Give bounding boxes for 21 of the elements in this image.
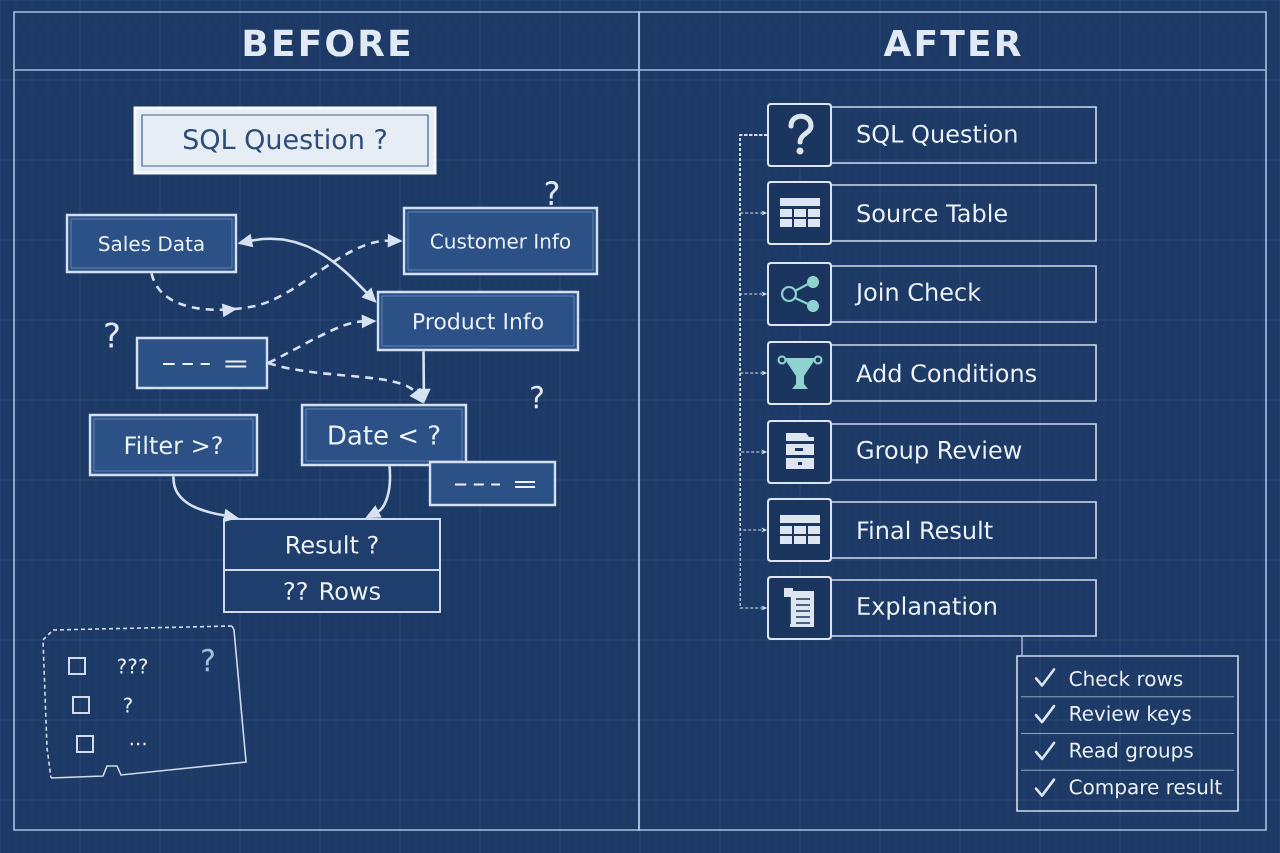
panel-heading: AFTER bbox=[883, 29, 1021, 57]
checklist-item: ? bbox=[124, 697, 132, 713]
checklist-item: Compare result bbox=[1069, 778, 1222, 799]
checklist-item: Check rows bbox=[1069, 670, 1183, 687]
question-mark: ? bbox=[531, 385, 543, 409]
question-mark: ? bbox=[545, 181, 559, 205]
panel-heading: BEFORE bbox=[244, 29, 409, 57]
title-card: SQL Question ? bbox=[133, 106, 437, 175]
connector-line bbox=[1021, 636, 1023, 656]
checklist-item: ??? bbox=[118, 658, 148, 674]
card: Filter >? bbox=[88, 413, 259, 477]
checklist-item: ... bbox=[130, 742, 146, 746]
card: Product Info bbox=[376, 290, 580, 352]
checklist-item: Read groups bbox=[1070, 742, 1193, 762]
question-mark: ? bbox=[105, 322, 119, 348]
question-mark: ? bbox=[202, 648, 214, 672]
table-cell: ?? Rows bbox=[223, 569, 441, 613]
card: Customer Info bbox=[402, 206, 599, 276]
table-cell: Result ? bbox=[223, 518, 441, 571]
card: Sales Data bbox=[65, 213, 238, 274]
checklist-item: Review keys bbox=[1070, 705, 1191, 725]
